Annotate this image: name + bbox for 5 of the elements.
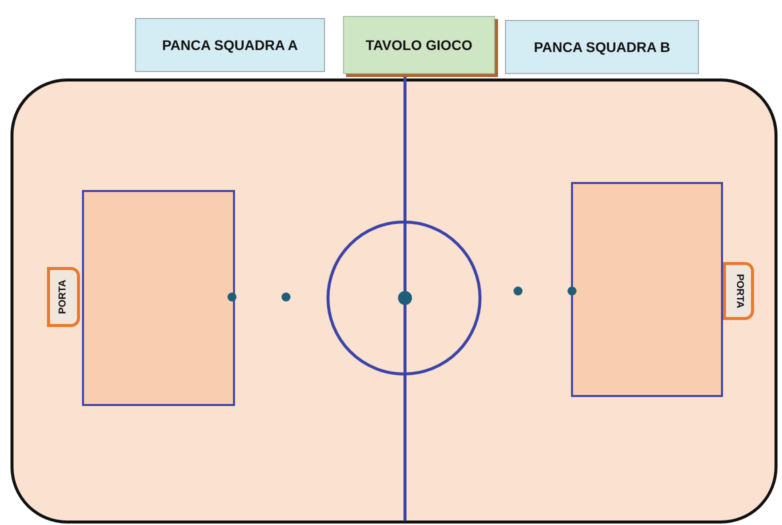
goal-label: PORTA xyxy=(723,262,754,320)
bench-sign: PANCA SQUADRA B xyxy=(505,20,699,74)
scorer-table-sign: TAVOLO GIOCO xyxy=(343,16,495,74)
goal-label: PORTA xyxy=(47,267,80,327)
bench-sign: PANCA SQUADRA A xyxy=(135,18,325,72)
